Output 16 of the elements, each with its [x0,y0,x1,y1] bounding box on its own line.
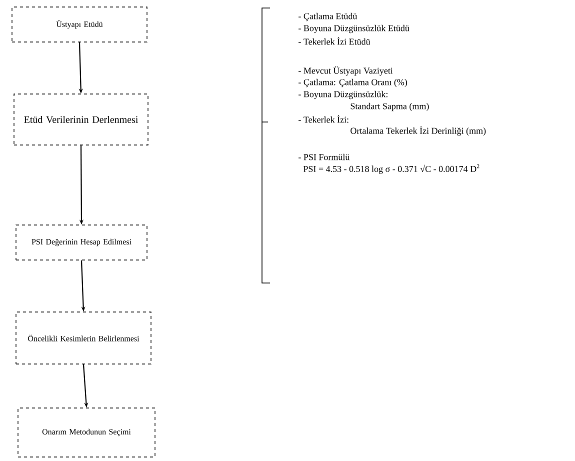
process-box: Onarım Metodunun Seçimi [18,408,156,458]
note-text: - Tekerlek İzi: [298,115,348,123]
process-box: Etüd Verilerinin Derlenmesi [14,94,148,146]
note-text: Standart Sapma (mm) [350,102,429,112]
note-text: - Çatlama Etüdü [298,12,358,22]
note-text: Ortalama Tekerlek İzi Derinliği (mm) [350,126,486,136]
process-box: Öncelikli Kesimlerin Belirlenmesi [16,312,152,364]
note-text: - PSI Formülü [298,154,350,160]
note-text: - Boyuna Düzgünsüzlük Etüdü [298,24,410,34]
process-box: Üstyapı Etüdü [12,6,148,42]
process-box: PSI Değerinin Hesap Edilmesi [16,224,148,260]
note-text: - Boyuna Düzgünsüzlük: [298,90,388,100]
note-text: - Tekerlek İzi Etüdü [298,37,370,45]
note-text: PSI = 4.53 - 0.518 log σ - 0.371 √C - 0.00174 D$^{2}$ [303,164,480,174]
note-text: - Çatlama: Çatlama Oranı (%) [298,78,408,88]
note-text: - Mevcut Üstyapı Vaziyeti [298,66,393,76]
